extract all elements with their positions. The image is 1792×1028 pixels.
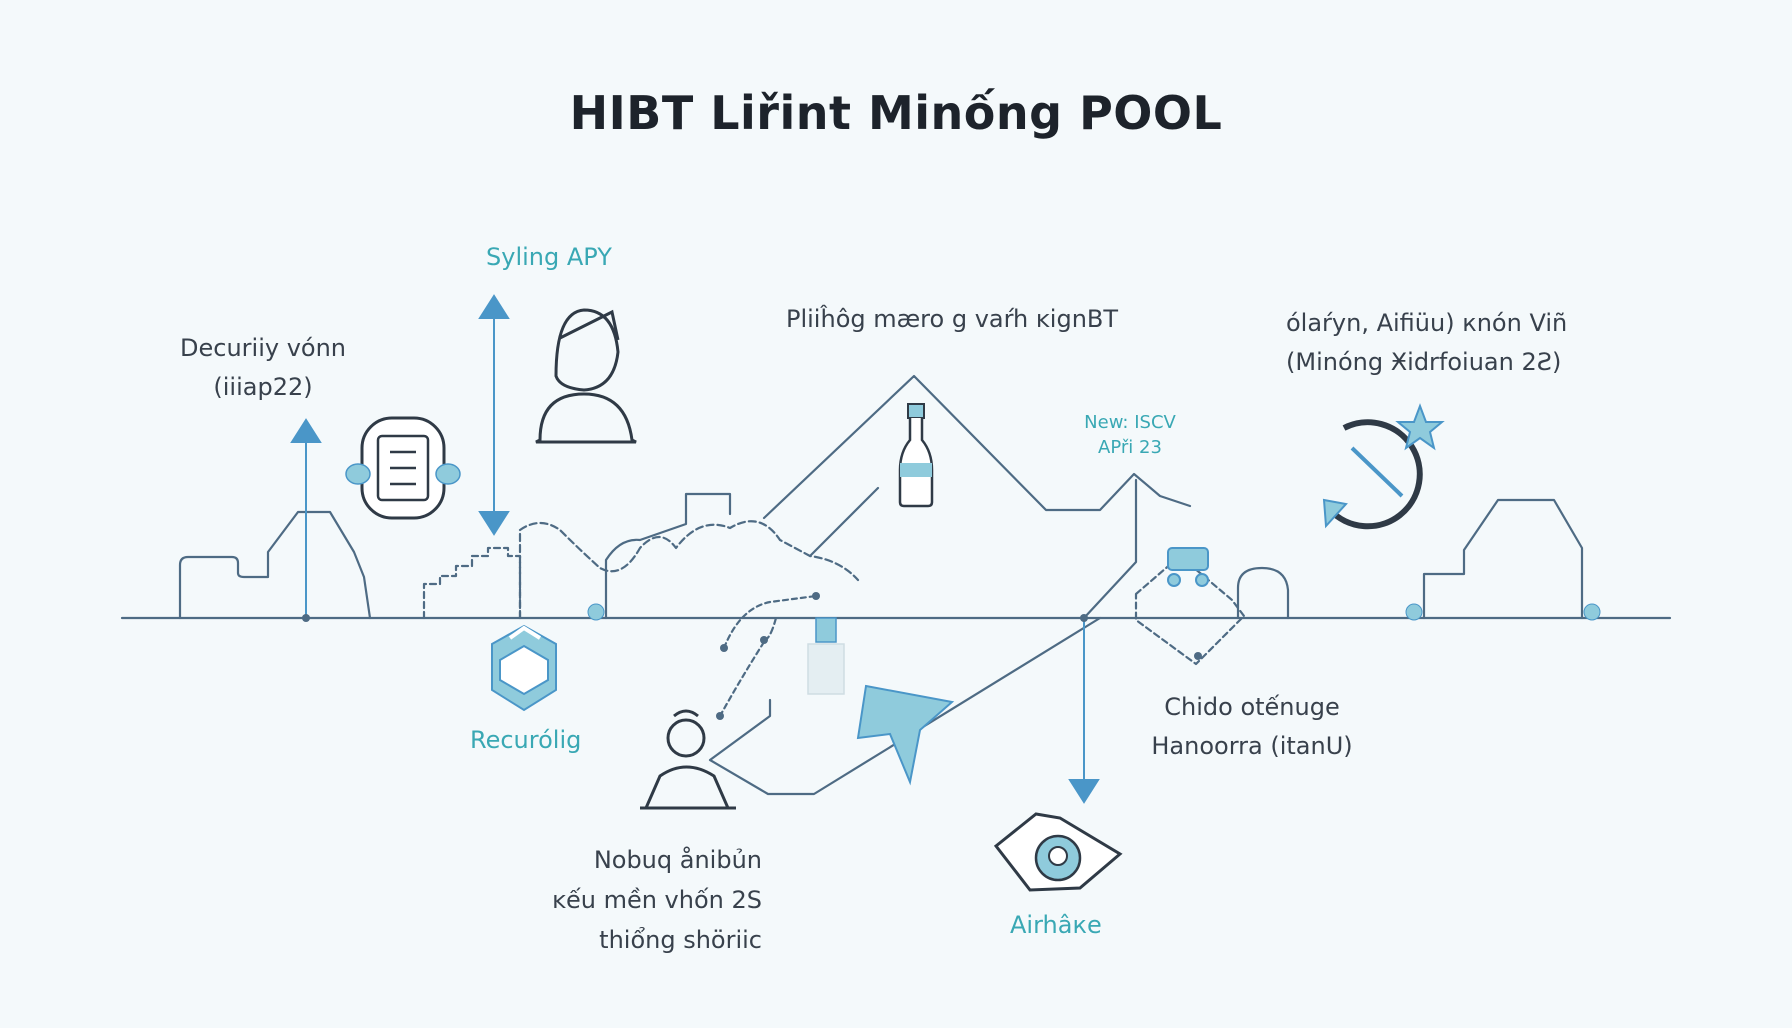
new-iscv-label-line: New: ISCV bbox=[1084, 412, 1176, 433]
node bbox=[302, 614, 310, 622]
diagonal-line bbox=[808, 486, 880, 558]
apy-arrow-up bbox=[478, 294, 510, 319]
person-icon bbox=[535, 308, 637, 444]
mountain-outline bbox=[762, 374, 1192, 520]
security-label: Decuriiy vónn (iiiap22) bbox=[150, 329, 376, 407]
airhake-arrow-head bbox=[1068, 779, 1100, 804]
top-right-label-line: (Minóng Ӿidrfoiuan 2Ƨ) bbox=[1286, 348, 1562, 376]
cloud-outline bbox=[518, 520, 860, 620]
nobuq-label-line: thiổng shöriic bbox=[599, 926, 762, 954]
paper-plane-icon bbox=[856, 684, 955, 786]
apy-arrow-down bbox=[478, 511, 510, 536]
node bbox=[812, 592, 820, 600]
airhake-label: Airhâке bbox=[1010, 911, 1102, 939]
bottle-icon bbox=[898, 403, 934, 508]
nodes bbox=[302, 592, 1088, 720]
new-iscv-label-line: APři 23 bbox=[1098, 437, 1162, 458]
dot bbox=[587, 603, 605, 621]
star-icon bbox=[1395, 403, 1445, 451]
security-label-line: (iiiap22) bbox=[213, 373, 313, 401]
phong-label: Pliiĥôg mæro g vaŕh ĸignBT bbox=[786, 305, 1119, 333]
styling-apy-label: Syling APY bbox=[486, 243, 612, 271]
top-right-label-line: ólaŕyn, Aifiüu) кnón Viñ bbox=[1286, 309, 1568, 337]
stair-outline bbox=[422, 546, 522, 620]
network-outline bbox=[1134, 554, 1246, 666]
tower-icon bbox=[807, 617, 845, 695]
new-iscv-label: New: ISCV APři 23 bbox=[1070, 410, 1190, 460]
cube-stack-icon bbox=[491, 624, 557, 712]
dashed-link-a bbox=[722, 594, 818, 650]
security-arrow-head bbox=[290, 418, 322, 443]
mountain-drop-line bbox=[1082, 478, 1138, 620]
nobuq-label: Nobuq ånibủn ĸếu mền vhốn 2S thiổng shör… bbox=[500, 840, 762, 960]
node bbox=[720, 644, 728, 652]
mid-building-outline bbox=[604, 492, 732, 620]
lower-diagonal-outline bbox=[708, 616, 1102, 796]
arch-outline bbox=[1236, 566, 1290, 620]
chido-label-line: Hanoorra (itanU) bbox=[1151, 732, 1353, 760]
document-shield-icon bbox=[345, 416, 461, 520]
dot bbox=[1405, 603, 1423, 621]
page-title: HIBT Liřint Minống POOL bbox=[569, 86, 1223, 140]
dot bbox=[1583, 603, 1601, 621]
nobuq-label-line: Nobuq ånibủn bbox=[593, 846, 762, 874]
chido-label-line: Chido otếnuge bbox=[1164, 693, 1340, 721]
top-right-label: ólaŕyn, Aifiüu) кnón Viñ (Minóng Ӿidrfoi… bbox=[1286, 304, 1567, 382]
security-label-line: Decuriiy vónn bbox=[180, 334, 346, 362]
node bbox=[760, 636, 768, 644]
recuroilig-label: Recurólig bbox=[470, 726, 582, 754]
nobuq-label-line: ĸếu mền vhốn 2S bbox=[552, 886, 762, 914]
dashed-link-b bbox=[718, 640, 766, 718]
left-building-outline bbox=[178, 510, 372, 620]
refresh-cycle-icon bbox=[1322, 419, 1423, 530]
user-icon bbox=[640, 709, 736, 810]
dots bbox=[587, 603, 1601, 621]
node bbox=[1080, 614, 1088, 622]
emblem-icon bbox=[993, 812, 1123, 892]
arrows bbox=[290, 294, 1100, 804]
right-building-outline bbox=[1422, 498, 1584, 620]
node bbox=[716, 712, 724, 720]
network-nodes-icon bbox=[1167, 547, 1209, 660]
chido-label: Chido otếnuge Hanoorra (itanU) bbox=[1128, 688, 1376, 766]
